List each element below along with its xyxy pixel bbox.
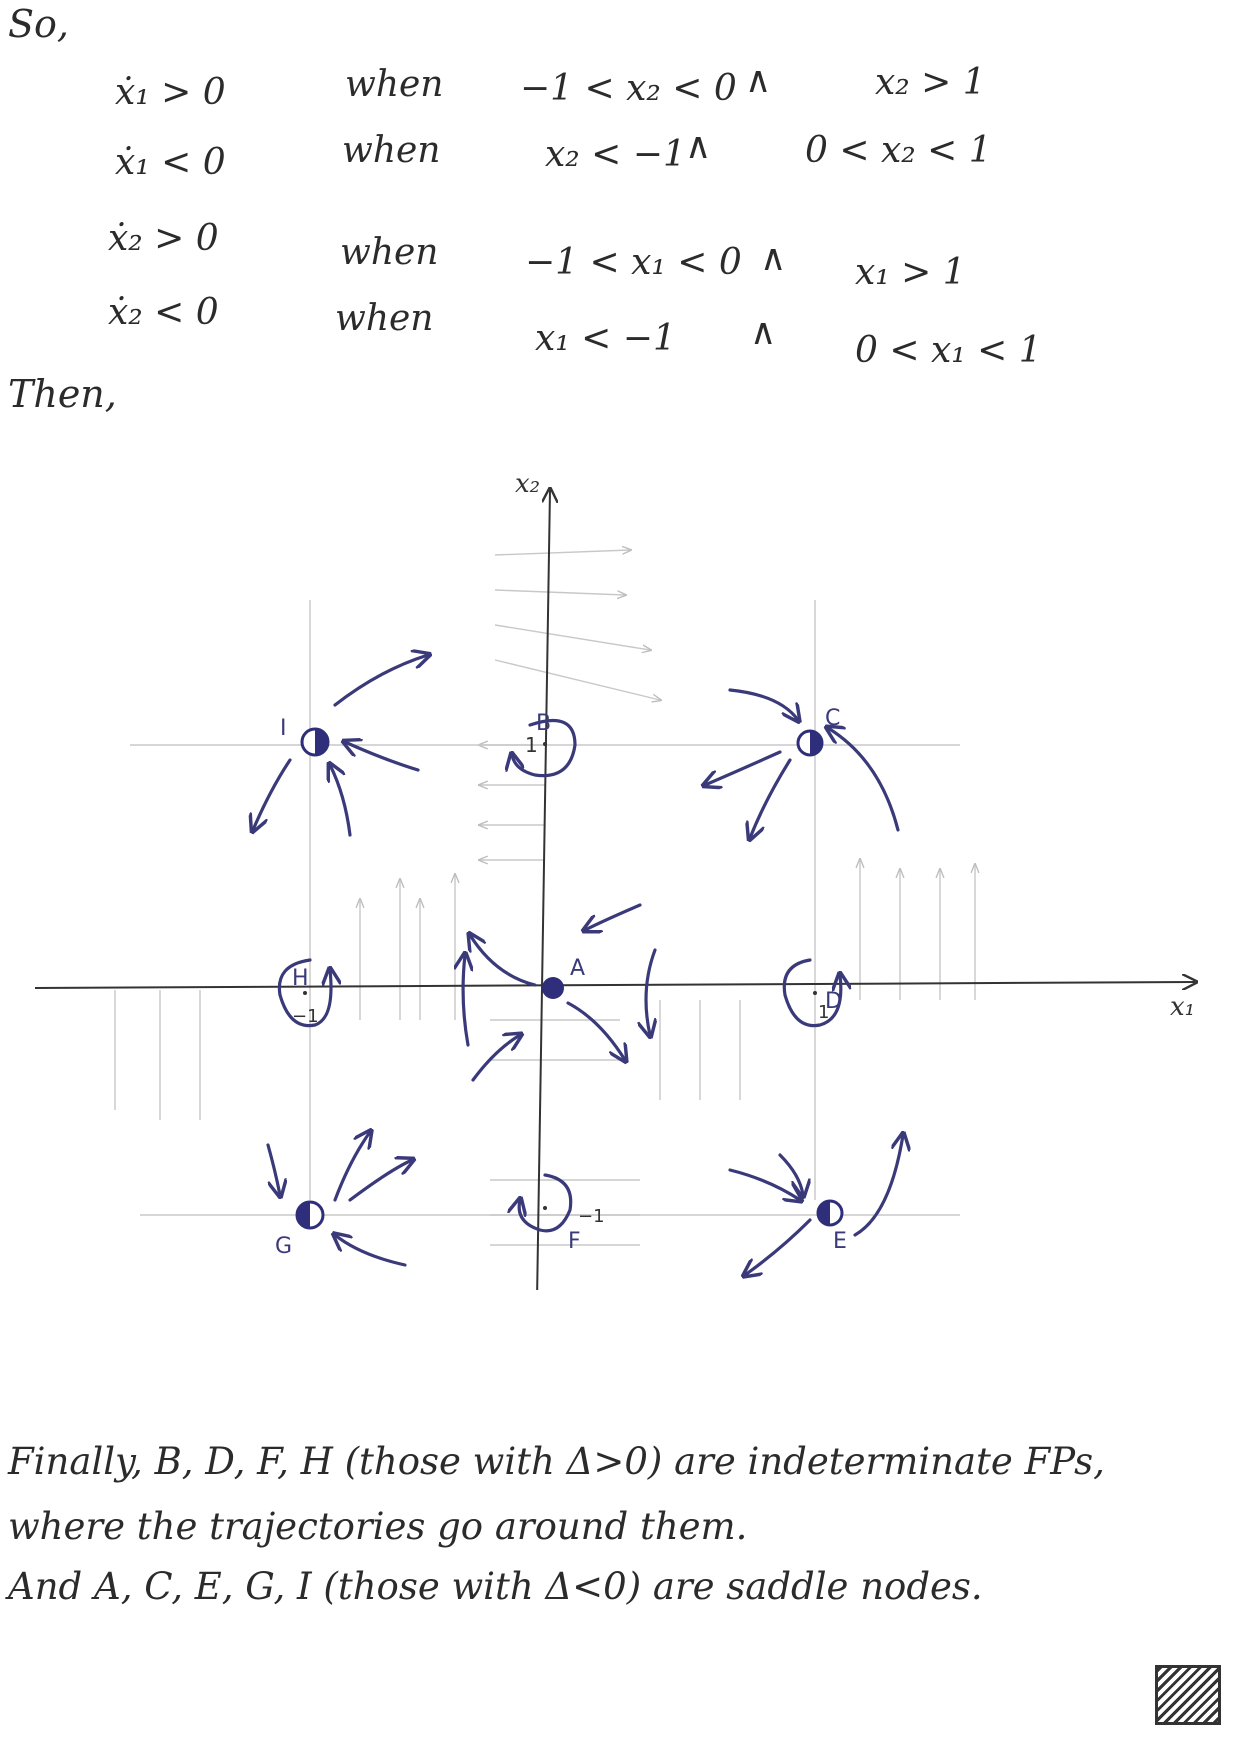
condition-right: 0 < x₂ < 1 [805,130,992,171]
label-h: H [292,966,309,991]
condition-lhs: ẋ₂ < 0 [108,292,219,333]
point-labels: A B C D E F G H I [275,706,847,1259]
condition-right: 0 < x₁ < 1 [855,330,1042,371]
tick-y-pos: 1 [525,733,538,757]
fixed-point-a [542,977,564,999]
label-i: I [280,716,287,741]
trajectories [253,655,903,1275]
condition-right: x₁ > 1 [855,252,966,293]
label-b: B [536,711,551,736]
condition-left: −1 < x₂ < 0 [520,68,737,109]
fixed-point-c [796,729,824,757]
conclusion-line-3: And A, C, E, G, I (those with Δ<0) are s… [8,1565,983,1608]
condition-when: when [335,298,434,339]
then-text: Then, [8,372,117,416]
condition-when: when [345,64,444,105]
condition-lhs: ẋ₂ > 0 [108,218,219,259]
condition-op: ∧ [760,238,787,279]
label-f: F [568,1229,581,1254]
tick-x-neg: −1 [578,1206,605,1227]
hatched-box-end-mark [1155,1665,1221,1725]
label-e: E [833,1229,847,1254]
fixed-point-f [543,1206,547,1210]
condition-op: ∧ [685,126,712,167]
condition-when: when [342,130,441,171]
label-d: D [825,989,842,1014]
phase-portrait-diagram: x₁ x₂ 1 −1 −1 1 [34,469,1240,1290]
condition-lhs: ẋ₁ > 0 [115,72,226,113]
condition-left: −1 < x₁ < 0 [525,242,742,283]
label-a: A [570,956,585,981]
condition-lhs: ẋ₁ < 0 [115,142,226,183]
fixed-points [295,727,844,1230]
condition-op: ∧ [745,60,772,101]
intro-text: So, [8,2,69,46]
fixed-point-b [543,742,547,746]
fixed-point-h [303,991,307,995]
x1-axis [34,982,1195,988]
label-c: C [825,706,840,731]
tick-x-pos: 1 [818,1002,829,1023]
axes [34,490,1195,1290]
x1-axis-label: x₁ [1170,992,1195,1022]
conclusion-line-1: Finally, B, D, F, H (those with Δ>0) are… [8,1440,1105,1483]
condition-right: x₂ > 1 [875,62,986,103]
label-g: G [275,1234,292,1259]
fixed-point-i [300,727,330,757]
condition-op: ∧ [750,312,777,353]
fixed-point-d [813,991,817,995]
x2-axis [536,490,550,1290]
conclusion-line-2: where the trajectories go around them. [8,1505,748,1548]
condition-left: x₁ < −1 [535,318,676,359]
condition-left: x₂ < −1 [545,134,686,175]
fixed-point-g [295,1200,325,1230]
fixed-point-e [816,1199,844,1227]
condition-when: when [340,232,439,273]
x2-axis-label: x₂ [515,469,540,499]
vector-field-sketch [114,550,975,1246]
